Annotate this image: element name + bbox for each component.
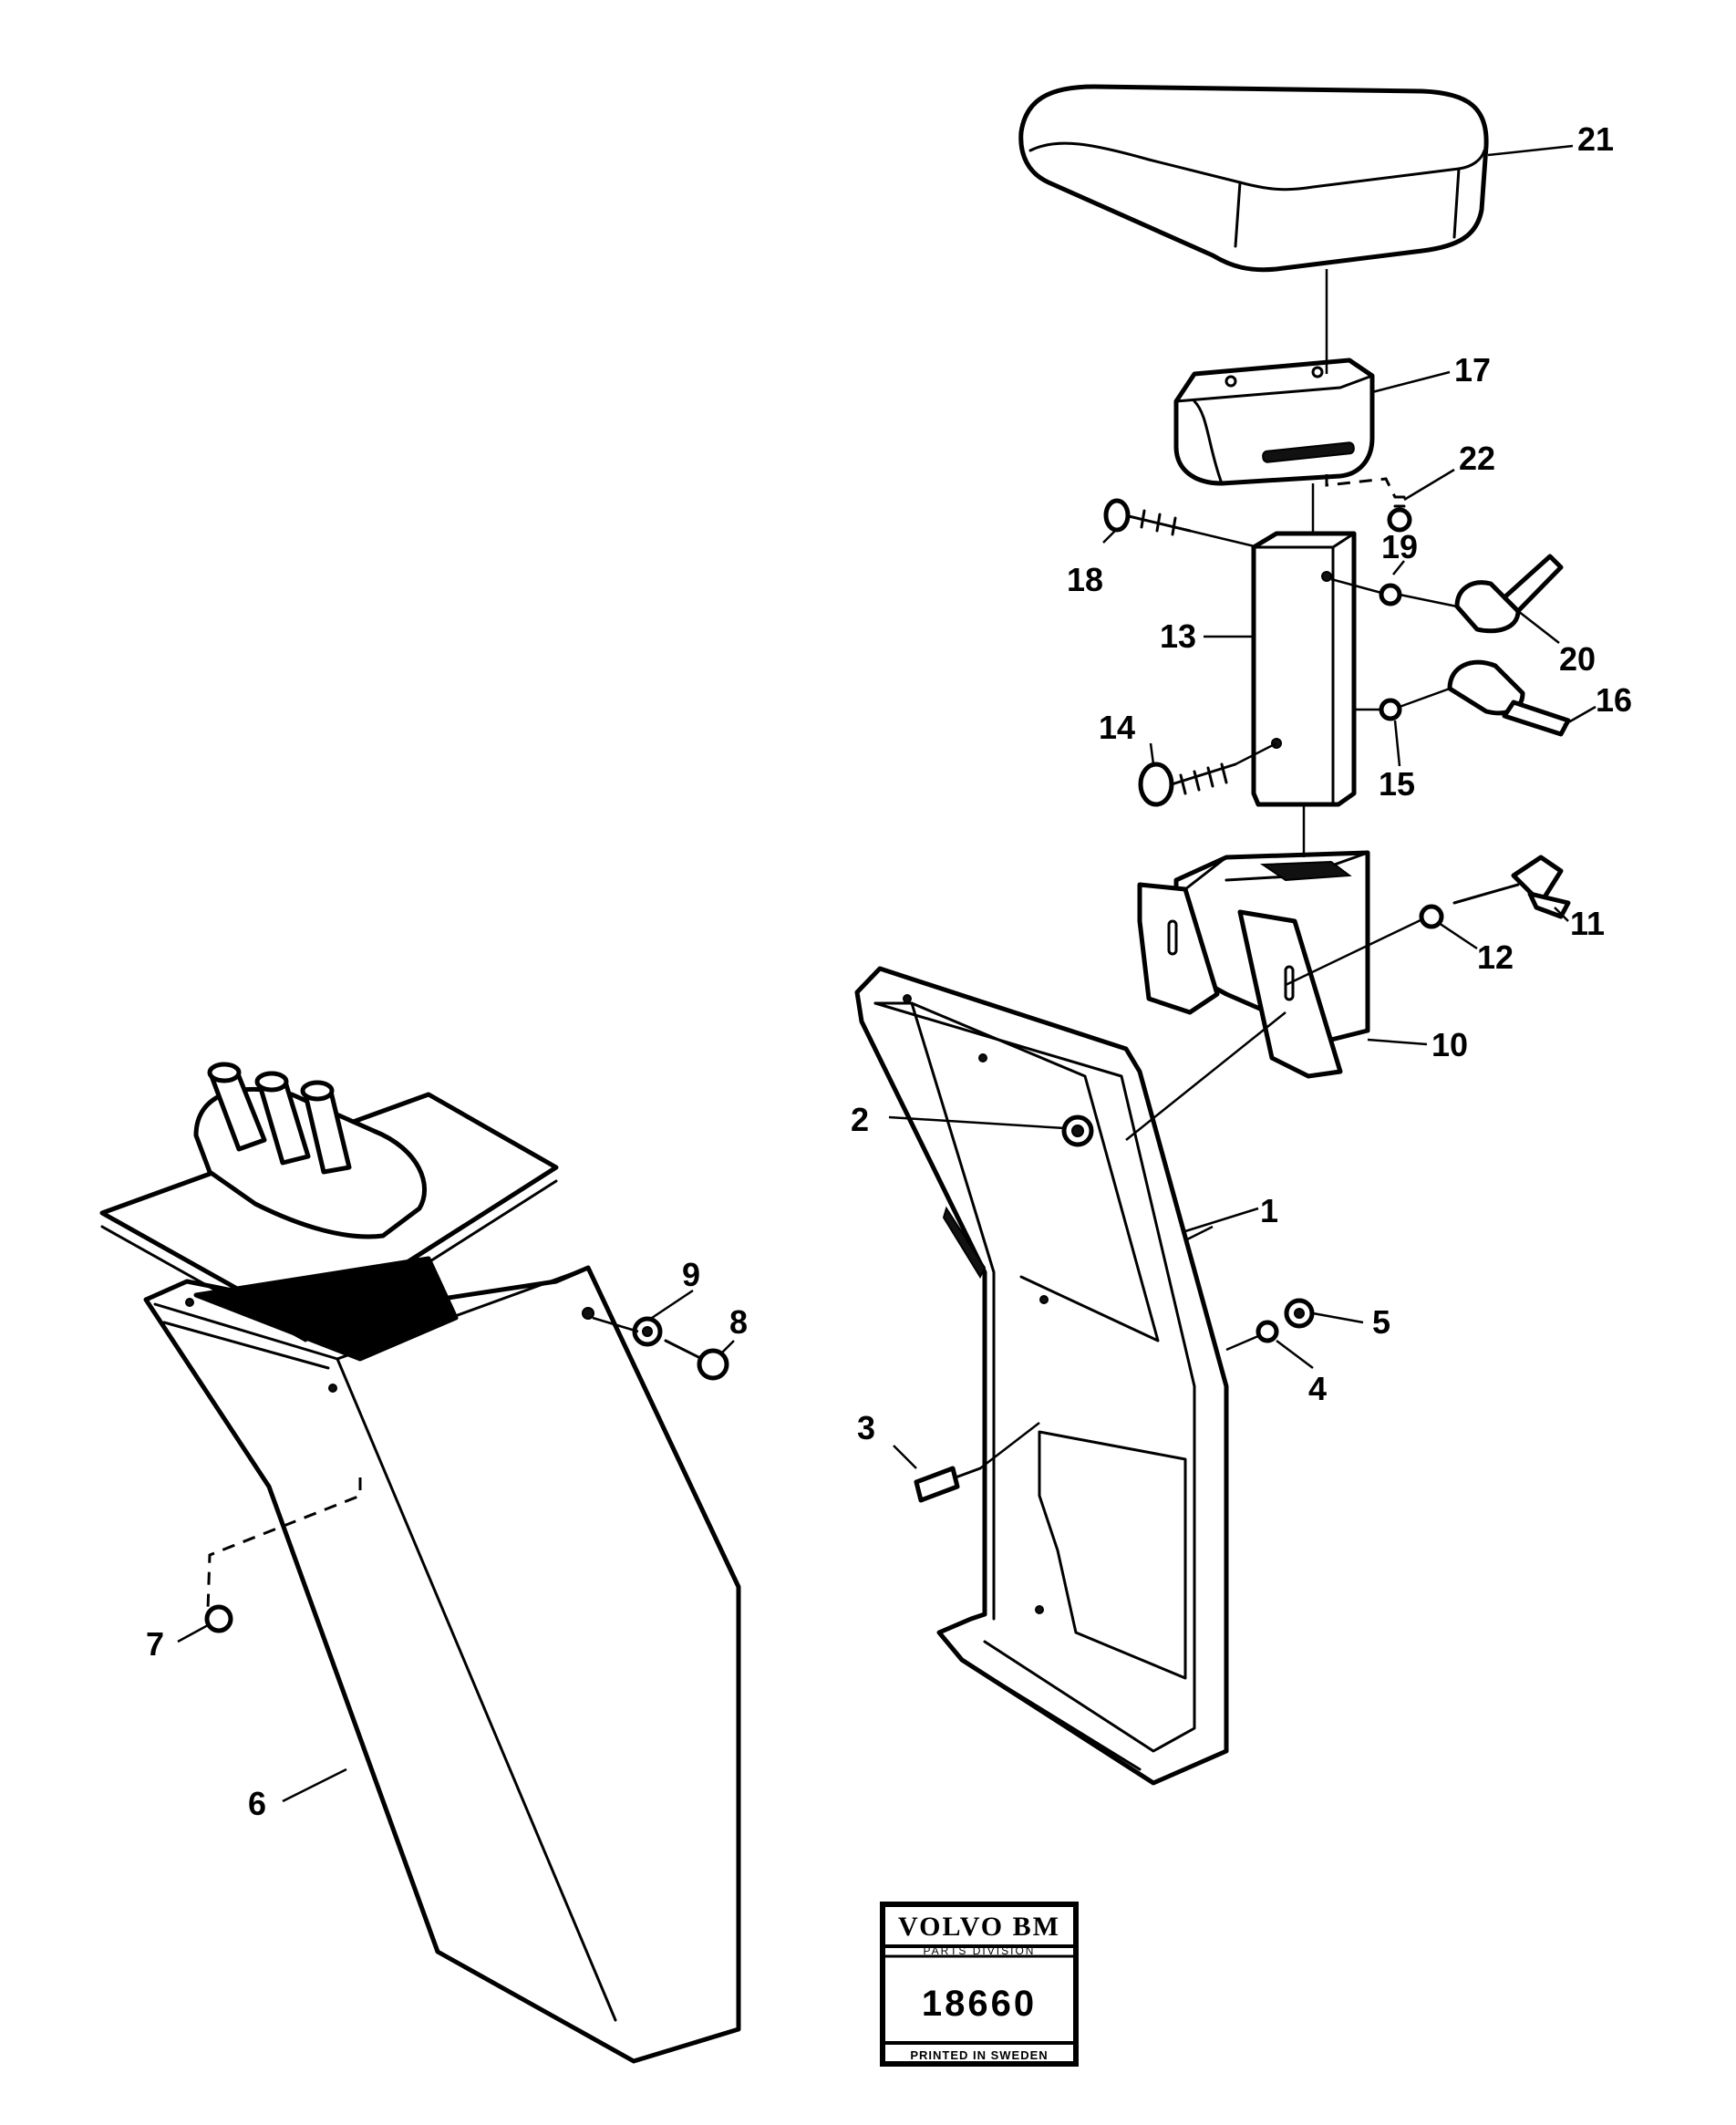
frame-part-1 bbox=[854, 966, 1229, 1786]
assembly-lines bbox=[206, 269, 1458, 1611]
callout-8: 8 bbox=[729, 1303, 748, 1341]
callout-11: 11 bbox=[1570, 905, 1605, 942]
tube-part-13 bbox=[1251, 531, 1357, 807]
callout-3: 3 bbox=[857, 1409, 875, 1446]
callout-20: 20 bbox=[1559, 640, 1596, 678]
stamp-brand: VOLVO BM bbox=[898, 1912, 1060, 1942]
stamp-number: 18660 bbox=[922, 1984, 1037, 2024]
callout-21: 21 bbox=[1577, 120, 1614, 158]
nut-part-5 bbox=[1284, 1298, 1315, 1329]
callout-10: 10 bbox=[1431, 1026, 1468, 1063]
screw-part-14 bbox=[1138, 762, 1237, 807]
callout-6: 6 bbox=[248, 1785, 266, 1822]
washer-part-15 bbox=[1379, 698, 1402, 721]
lever-knob-part-16 bbox=[1447, 659, 1571, 737]
callout-15: 15 bbox=[1379, 765, 1415, 803]
callout-2: 2 bbox=[851, 1101, 869, 1138]
washer-part-19 bbox=[1379, 583, 1402, 606]
callout-labels: 21 17 22 18 19 20 13 16 14 15 11 12 10 2… bbox=[146, 120, 1632, 1822]
bolt-part-3 bbox=[914, 1466, 982, 1503]
callout-1: 1 bbox=[1260, 1192, 1278, 1229]
callout-12: 12 bbox=[1477, 938, 1514, 976]
callout-leaders bbox=[177, 144, 1596, 1803]
fastener-part-2 bbox=[1061, 1114, 1094, 1147]
cover-part-6 bbox=[99, 1062, 741, 2064]
callout-17: 17 bbox=[1454, 351, 1491, 389]
nut-part-7 bbox=[204, 1604, 233, 1633]
callout-22: 22 bbox=[1459, 440, 1495, 477]
callout-16: 16 bbox=[1596, 681, 1632, 719]
bolt-part-8 bbox=[664, 1339, 729, 1381]
callout-14: 14 bbox=[1099, 709, 1135, 746]
callout-19: 19 bbox=[1381, 528, 1418, 565]
stamp-footer: PRINTED IN SWEDEN bbox=[910, 2048, 1048, 2062]
holder-part-10 bbox=[1137, 850, 1370, 1079]
callout-7: 7 bbox=[146, 1625, 164, 1663]
stamp-division: PARTS DIVISION bbox=[924, 1944, 1036, 1957]
washer-part-12 bbox=[1419, 904, 1444, 929]
washer-part-4 bbox=[1256, 1320, 1279, 1343]
callout-18: 18 bbox=[1067, 561, 1103, 598]
callout-9: 9 bbox=[682, 1256, 700, 1293]
screw-part-22 bbox=[1387, 495, 1412, 533]
wing-screw-part-11 bbox=[1452, 855, 1571, 919]
callout-4: 4 bbox=[1308, 1370, 1327, 1407]
bracket-part-17 bbox=[1173, 358, 1375, 486]
callout-13: 13 bbox=[1160, 617, 1196, 655]
seat-cushion-part-21 bbox=[1018, 84, 1489, 273]
washer-part-9 bbox=[632, 1316, 663, 1347]
bolt-part-18 bbox=[1103, 498, 1192, 536]
lever-knob-part-20 bbox=[1454, 554, 1564, 634]
callout-5: 5 bbox=[1372, 1303, 1390, 1341]
volvo-bm-stamp: VOLVO BM PARTS DIVISION 18660 PRINTED IN… bbox=[880, 1902, 1079, 2067]
